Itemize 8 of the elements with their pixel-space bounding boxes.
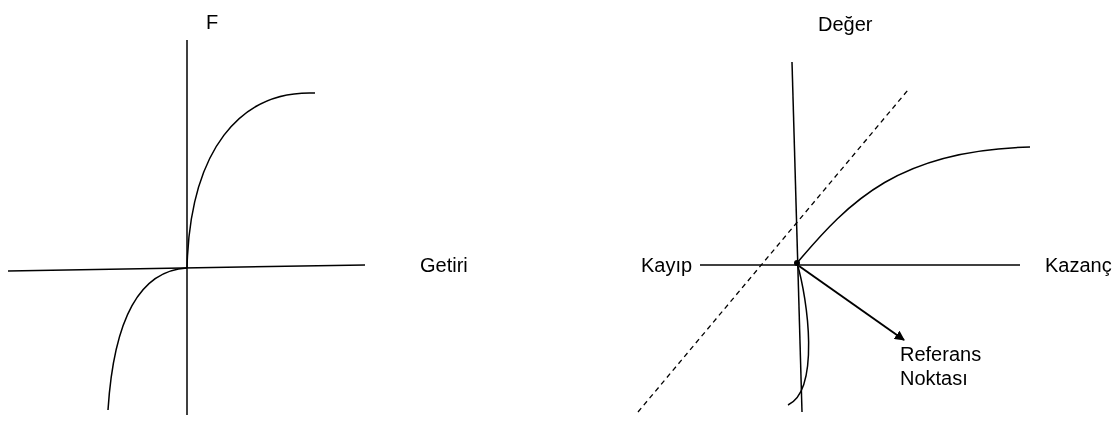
- axis-label: F: [206, 10, 219, 34]
- axis-label: Getiri: [420, 253, 468, 277]
- reference-point: [794, 260, 800, 266]
- callout-label: Referans Noktası: [900, 342, 1000, 390]
- leader-arrow: [798, 265, 905, 341]
- axis-label: Kazanç: [1045, 253, 1112, 277]
- axis-label: Değer: [818, 12, 873, 36]
- axis-label: Kayıp: [641, 253, 693, 277]
